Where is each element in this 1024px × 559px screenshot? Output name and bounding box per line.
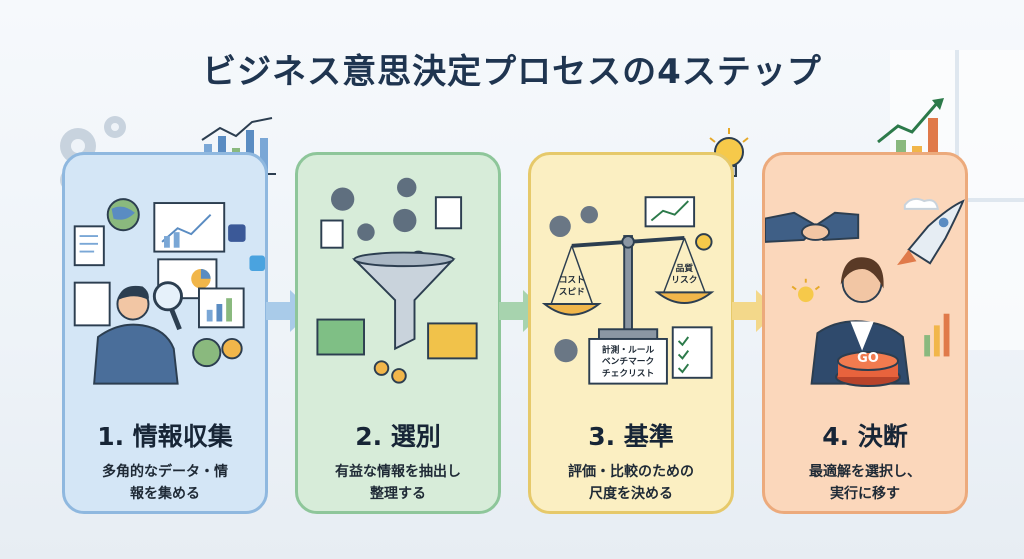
information-gathering-illustration: [73, 198, 265, 385]
step-description-line: 多角的なデータ・情: [102, 464, 228, 480]
mini-bar-chart-icon: [924, 313, 950, 357]
scale-right-label: リスク: [671, 275, 697, 286]
gear-icon: [104, 116, 126, 138]
go-button[interactable]: GO: [835, 347, 901, 387]
coin-icon: [221, 337, 243, 360]
step-description: 有益な情報を抽出し 整理する: [298, 461, 498, 505]
document-icon: [320, 219, 344, 249]
criteria-sign-line: チェクリスト: [602, 368, 654, 379]
step-description-line: 最適解を選択し、: [809, 464, 921, 480]
rocket-icon: [897, 199, 965, 266]
checklist-icon: [671, 326, 713, 379]
globe-icon: [106, 198, 140, 232]
step-description: 多角的なデータ・情 報を集める: [65, 461, 265, 505]
report-icon: [198, 287, 245, 329]
lightbulb-icon: [695, 233, 713, 251]
criteria-sign-line: 計測・ルール: [602, 344, 655, 356]
gear-icon: [357, 223, 375, 241]
coin-icon: [391, 368, 407, 384]
person-with-magnifier: [93, 281, 183, 385]
bird-icon: [249, 255, 265, 271]
step-title: 1. 情報収集: [97, 422, 233, 451]
monitor-chart-icon: [153, 202, 226, 253]
social-icon: [228, 224, 246, 242]
chart-board-icon: [644, 196, 696, 228]
step-card-2: 2. 選別 有益な情報を抽出し 整理する: [295, 152, 501, 514]
criteria-sign-line: ベンチマーク: [602, 356, 654, 367]
gear-icon: [554, 338, 578, 363]
scale-left-label: スピド: [559, 285, 585, 297]
document-icon: [434, 196, 463, 230]
scale-left-label: コスト: [559, 275, 585, 286]
step-description-line: 評価・比較のための: [568, 464, 694, 480]
step-description-line: 整理する: [370, 486, 426, 502]
step-card-4: GO 4. 決断 最適解を選択し、 実行に移す: [762, 152, 968, 514]
filtering-funnel-illustration: [316, 177, 478, 384]
step-description-line: 実行に移す: [830, 486, 900, 502]
step-title: 4. 決断: [822, 422, 908, 451]
globe-icon: [192, 337, 222, 368]
document-icon: [73, 281, 111, 327]
step-title: 3. 基準: [588, 422, 674, 451]
gear-icon: [393, 208, 417, 233]
step-description: 評価・比較のための 尺度を決める: [531, 461, 731, 505]
page-title: ビジネス意思決定プロセスの4ステップ: [202, 52, 822, 92]
gear-icon: [580, 205, 598, 224]
gear-icon: [549, 215, 571, 238]
gear-icon: [397, 177, 417, 198]
step-card-1: 1. 情報収集 多角的なデータ・情 報を集める: [62, 152, 268, 514]
step-description: 最適解を選択し、 実行に移す: [765, 461, 965, 505]
scale-right-label: 品質: [676, 262, 694, 274]
step-title: 2. 選別: [355, 422, 441, 451]
folder-icon: [316, 318, 365, 356]
criteria-scale-illustration: コスト スピド 品質 リスク 計測・ルール ベンチマーク チェクリスト: [541, 196, 715, 385]
folder-icon: [427, 322, 478, 360]
go-button-label: GO: [857, 351, 879, 366]
balance-scale-icon: [541, 235, 715, 340]
step-card-3: コスト スピド 品質 リスク 計測・ルール ベンチマーク チェクリスト 3. 基…: [528, 152, 734, 514]
step-description-line: 有益な情報を抽出し: [335, 464, 461, 480]
step-description-line: 報を集める: [130, 486, 200, 502]
gear-icon: [331, 187, 355, 211]
handshake-icon: [765, 211, 860, 243]
coin-icon: [373, 360, 390, 376]
cloud-icon: [903, 197, 939, 210]
criteria-sign: [588, 337, 668, 385]
go-button-shape: [835, 351, 901, 387]
decision-illustration: [765, 197, 965, 385]
document-icon: [73, 225, 105, 267]
idea-finger-icon: [791, 278, 820, 303]
step-description-line: 尺度を決める: [589, 486, 673, 502]
